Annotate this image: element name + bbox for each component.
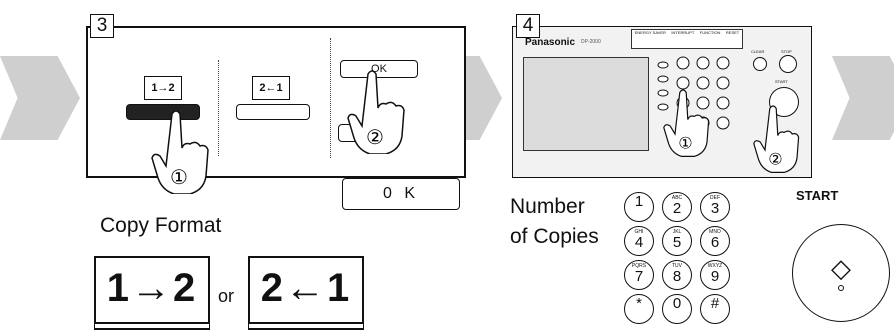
key-0[interactable]: 0 [662, 294, 692, 324]
key-1[interactable]: 1 [624, 192, 654, 222]
key-hash[interactable]: # [700, 294, 730, 324]
format-2-1-icon: 2←1 [252, 76, 290, 100]
mini-keypad[interactable] [653, 53, 747, 151]
start-button[interactable]: ◇ [792, 224, 890, 322]
stop-button[interactable] [779, 55, 797, 73]
format-2-1-button[interactable] [236, 104, 310, 120]
interrupt-label[interactable]: INTERRUPT [671, 30, 695, 35]
reset-label[interactable]: RESET [725, 30, 740, 35]
function-label[interactable]: FUNCTION [699, 30, 721, 35]
or-label: or [218, 286, 235, 306]
clear-label: CLEAR [751, 49, 765, 54]
copy-format-screen: 1→2 2←1 OK ① ② [86, 26, 466, 194]
brand-logo: Panasonic [525, 37, 576, 48]
stop-label: STOP [781, 49, 792, 54]
model-label: DP-2000 [581, 39, 601, 45]
format-1-2-book-icon: 1→2 [94, 256, 210, 324]
step-arrow-1 [0, 56, 80, 140]
mini-keypad-icon [657, 56, 730, 130]
step-number-3: 3 [90, 14, 114, 38]
pointing-hand-icon: ① [151, 110, 209, 194]
lcd-display [523, 57, 649, 151]
format-1-2-text: 1→2 [106, 266, 198, 310]
clear-button[interactable] [753, 57, 767, 71]
start-indicator-icon [838, 285, 844, 291]
key-star[interactable]: * [624, 294, 654, 324]
number-of-copies-label: Number of Copies [510, 195, 599, 248]
copier-control-panel: Panasonic DP-2000 ENERGY SAVER INTERRUPT… [512, 26, 812, 178]
pointing-hand-icon: ① [663, 89, 710, 157]
format-2-1-text: 2←1 [260, 266, 352, 310]
pointing-hand-icon: ② [753, 105, 800, 173]
format-2-1-book-icon: 2←1 [248, 256, 364, 324]
top-button-strip: ENERGY SAVER INTERRUPT FUNCTION RESET [631, 29, 743, 49]
start-small-label: START [775, 79, 788, 84]
callout-2-icon: ② [366, 125, 384, 149]
divider [218, 60, 219, 156]
callout-1-icon: ① [170, 165, 188, 189]
step-number-4: 4 [516, 14, 540, 38]
energy-saver-label[interactable]: ENERGY SAVER [634, 30, 666, 35]
format-1-2-icon: 1→2 [144, 76, 182, 100]
step-arrow-3 [832, 56, 894, 140]
divider [330, 38, 331, 158]
pointing-hand-icon: ② [347, 70, 405, 154]
callout-2-icon: ② [768, 149, 782, 168]
start-diamond-icon: ◇ [831, 253, 851, 283]
ok-large-button[interactable]: 0 K [342, 178, 460, 210]
callout-1-icon: ① [678, 133, 692, 152]
format-1-2-button[interactable] [126, 104, 200, 120]
copy-format-label: Copy Format [100, 214, 222, 237]
start-label: START [796, 188, 839, 203]
